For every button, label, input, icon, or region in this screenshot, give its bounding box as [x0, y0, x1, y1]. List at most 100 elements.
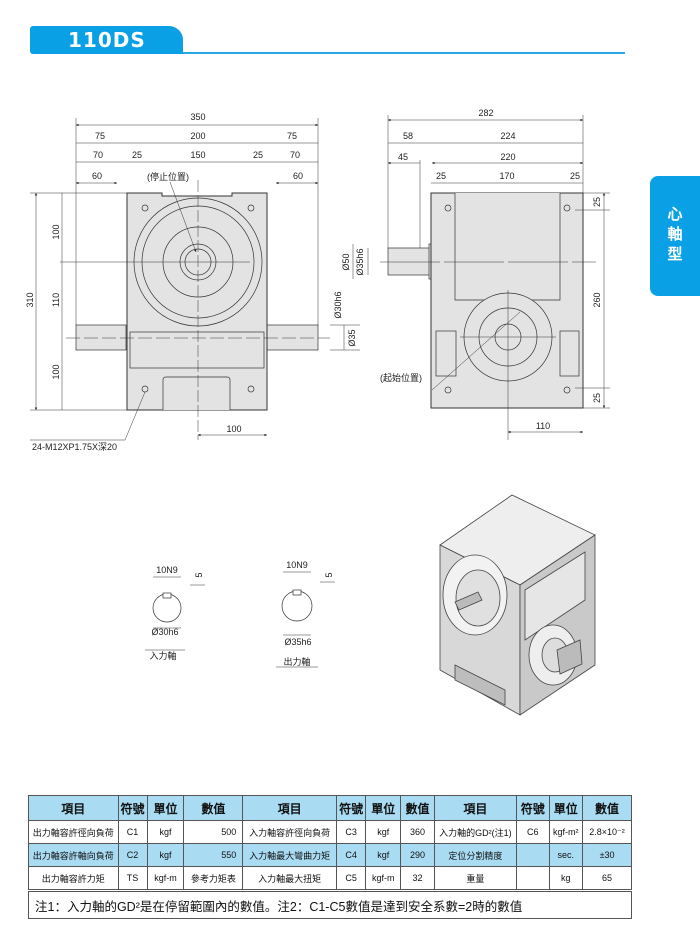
dim-label: 100 — [226, 424, 241, 434]
key-width-label: 10N9 — [156, 565, 178, 575]
cell: 2.8×10⁻² — [582, 820, 632, 844]
cell: 290 — [400, 843, 435, 867]
cell: C1 — [117, 820, 148, 844]
dim-label: 25 — [132, 150, 142, 160]
category-side-tab: 心 軸 型 — [650, 176, 700, 296]
col-header: 數值 — [400, 795, 435, 821]
dim-label: 110 — [51, 293, 61, 307]
dim-label: 60 — [92, 171, 102, 181]
table-header-row: 項目符號單位數值項目符號單位數值項目符號單位數值 — [28, 795, 632, 821]
cell: 入力軸容許徑向負荷 — [242, 820, 338, 844]
model-title-tab: 110DS — [30, 26, 183, 54]
technical-drawing: 350 75 200 75 70 25 150 25 70 60 60 310 … — [25, 108, 610, 716]
dim-label: 100 — [51, 364, 61, 379]
cell: 550 — [183, 843, 244, 867]
cell: TS — [117, 866, 148, 891]
dim-label: Ø35h6 — [355, 248, 365, 275]
col-header: 符號 — [117, 795, 148, 821]
cell: 32 — [400, 866, 435, 891]
stop-position-label: (停止位置) — [147, 171, 189, 182]
front-view-dimensions: 350 75 200 75 70 25 150 25 70 60 60 310 … — [25, 112, 357, 452]
shaft-diameter-label: Ø35h6 — [284, 637, 311, 647]
cell: 入力軸最大彎曲力矩 — [242, 843, 338, 867]
cell: kgf-m — [365, 866, 402, 891]
cell: 定位分割精度 — [433, 843, 518, 867]
col-header: 項目 — [433, 795, 518, 821]
cell — [516, 843, 550, 867]
dim-label: Ø30h6 — [333, 291, 343, 318]
dim-label: 170 — [499, 171, 514, 181]
dim-label: 75 — [95, 131, 105, 141]
dim-label: 58 — [403, 131, 413, 141]
dim-label: 45 — [398, 152, 408, 162]
col-header: 符號 — [336, 795, 367, 821]
dim-label: 25 — [253, 150, 263, 160]
isometric-view — [439, 494, 596, 716]
cell: 入力軸最大扭矩 — [242, 866, 338, 891]
cell: C3 — [336, 820, 367, 844]
cell: ±30 — [582, 843, 632, 867]
dim-label: 110 — [536, 421, 550, 431]
dim-label: Ø35 — [347, 329, 357, 346]
tap-note-label: 24-M12XP1.75X深20 — [32, 442, 117, 452]
cell: 出力軸容許力矩 — [28, 866, 119, 891]
col-header: 單位 — [548, 795, 584, 821]
dim-label: 60 — [293, 171, 303, 181]
cell: 重量 — [433, 866, 518, 891]
side-view-dimensions: 282 58 224 45 220 25 170 25 25 260 25 11… — [341, 108, 602, 431]
cell: 出力軸容許軸向負荷 — [28, 843, 119, 867]
col-header: 項目 — [242, 795, 338, 821]
cell: 出力軸容許徑向負荷 — [28, 820, 119, 844]
shaft-diameter-label: Ø30h6 — [151, 627, 178, 637]
dim-label: 260 — [592, 292, 602, 307]
cell: 500 — [183, 820, 244, 844]
dim-label: 25 — [436, 171, 446, 181]
col-header: 數值 — [183, 795, 244, 821]
category-char: 心 — [667, 205, 683, 223]
dim-label: 25 — [592, 197, 602, 207]
key-depth-label: 5 — [324, 572, 334, 577]
cell: C4 — [336, 843, 367, 867]
dim-label: 150 — [190, 150, 205, 160]
dim-label: Ø50 — [341, 253, 351, 270]
col-header: 符號 — [516, 795, 550, 821]
dim-label: 70 — [93, 150, 103, 160]
side-view — [352, 115, 610, 440]
dim-label: 100 — [51, 224, 61, 239]
dim-label: 25 — [570, 171, 580, 181]
cell: sec. — [548, 843, 584, 867]
cell: kgf — [365, 843, 402, 867]
table-note-row: 注1：入力軸的GD²是在停留範圍內的數值。注2：C1-C5數值是達到安全系數=2… — [28, 889, 632, 919]
cell: kgf-m — [146, 866, 185, 891]
dim-label: 25 — [592, 393, 602, 403]
cell — [516, 866, 550, 891]
dim-label: 70 — [290, 150, 300, 160]
category-char: 型 — [667, 245, 683, 263]
col-header: 單位 — [146, 795, 185, 821]
dim-label: 220 — [500, 152, 515, 162]
title-underline — [183, 52, 625, 54]
cell: C6 — [516, 820, 550, 844]
cell: 入力軸的GD²(注1) — [433, 820, 518, 844]
cell: 360 — [400, 820, 435, 844]
table-note: 注1：入力軸的GD²是在停留範圍內的數值。注2：C1-C5數值是達到安全系數=2… — [28, 889, 632, 919]
category-char: 軸 — [667, 225, 683, 243]
dim-label: 75 — [287, 131, 297, 141]
cell: kgf — [146, 820, 185, 844]
col-header: 單位 — [365, 795, 402, 821]
dim-label: 282 — [478, 108, 493, 118]
cell: 參考力矩表 — [183, 866, 244, 891]
key-width-label: 10N9 — [286, 560, 308, 570]
dim-label: 310 — [25, 292, 35, 307]
front-view — [30, 118, 360, 441]
cell: kgf — [365, 820, 402, 844]
cell: 65 — [582, 866, 632, 891]
dim-label: 224 — [500, 131, 515, 141]
input-shaft-section — [145, 576, 205, 651]
start-position-label: (起始位置) — [380, 372, 422, 383]
cell: kgf-m² — [548, 820, 584, 844]
cell: kg — [548, 866, 584, 891]
